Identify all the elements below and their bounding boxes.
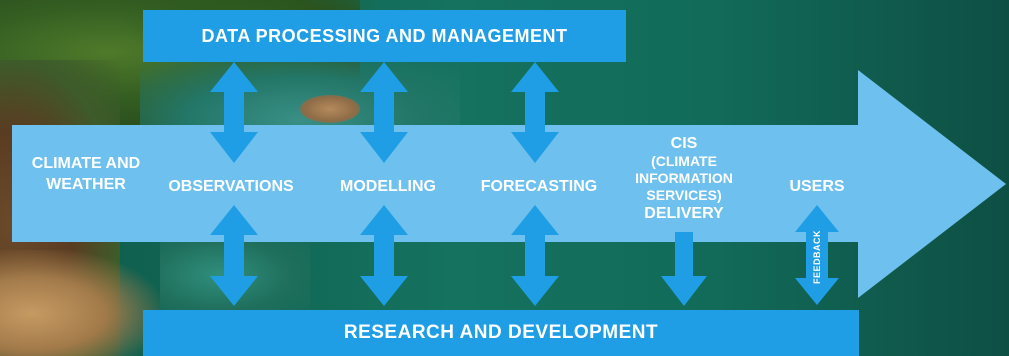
stage-forecasting: FORECASTING	[480, 178, 598, 195]
main-flow-arrow-shape	[12, 70, 1006, 298]
stage-cis-delivery: CIS (CLIMATE INFORMATION SERVICES) DELIV…	[618, 134, 750, 223]
stage-observations: OBSERVATIONS	[168, 178, 294, 195]
data-processing-management-bar: DATA PROCESSING AND MANAGEMENT	[143, 10, 626, 62]
modelling-bottom-connector	[360, 205, 408, 306]
stage-users: USERS	[789, 178, 845, 195]
research-development-label: RESEARCH AND DEVELOPMENT	[343, 322, 659, 343]
feedback-label-container: FEEDBACK	[803, 222, 831, 292]
forecasting-top-connector	[511, 62, 559, 163]
data-processing-management-label: DATA PROCESSING AND MANAGEMENT	[201, 25, 568, 46]
forecasting-bottom-connector	[511, 205, 559, 306]
cis-delivery-bottom-connector	[661, 232, 707, 306]
users-feedback-connector	[795, 205, 839, 305]
stage-modelling: MODELLING	[340, 178, 436, 195]
cis-subtitle: (CLIMATE INFORMATION SERVICES)	[635, 153, 733, 203]
background-reef	[300, 95, 360, 123]
cis-delivery-label: DELIVERY	[644, 205, 724, 222]
feedback-label: FEEDBACK	[812, 229, 823, 285]
observations-bottom-connector	[210, 205, 258, 306]
research-development-bar: RESEARCH AND DEVELOPMENT	[143, 310, 859, 356]
observations-top-connector	[210, 62, 258, 163]
stage-climate-and-weather: CLIMATE AND WEATHER	[31, 155, 141, 193]
background-sand	[0, 250, 160, 356]
cis-title: CIS	[670, 135, 698, 152]
modelling-top-connector	[360, 62, 408, 163]
